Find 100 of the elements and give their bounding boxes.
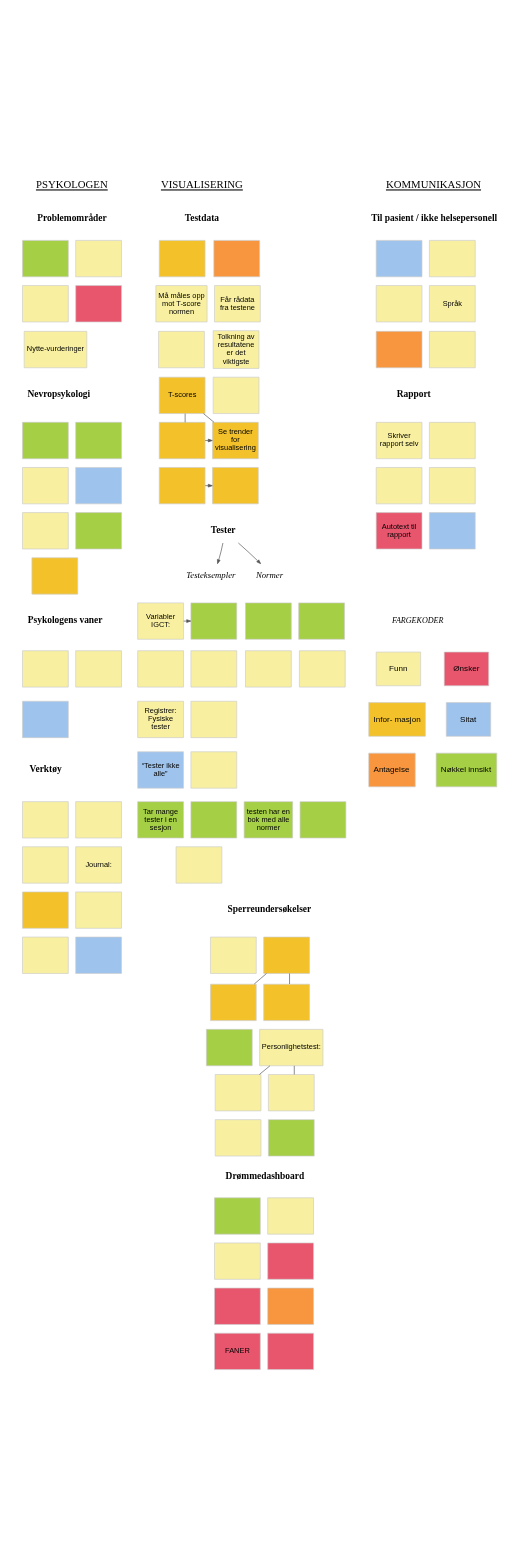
node-text: Nevropsykologi	[27, 389, 90, 400]
node-box	[428, 512, 476, 550]
node-box	[190, 650, 237, 688]
node-box	[262, 936, 310, 974]
node-box	[21, 467, 69, 505]
node-box	[21, 240, 69, 278]
label: VISUALISERING	[160, 178, 243, 191]
node-box	[74, 285, 122, 323]
node-text: Verktøy	[29, 763, 62, 774]
node-box	[21, 285, 69, 323]
node-box	[213, 1197, 261, 1235]
node-box	[21, 422, 69, 460]
node-box: Skriver rapport selv	[375, 422, 422, 460]
node-box	[267, 1074, 315, 1112]
node-box	[74, 891, 122, 929]
node-box	[266, 1242, 314, 1280]
node-box	[375, 240, 422, 278]
node-box	[190, 700, 237, 738]
node-text: Sperreundersøkelser	[227, 903, 311, 914]
node-box	[21, 801, 69, 839]
arrow	[237, 542, 261, 565]
node-box	[428, 331, 476, 369]
node-box	[266, 1332, 314, 1370]
node-box	[74, 650, 122, 688]
node-text: Normer	[255, 569, 283, 580]
node-box	[297, 602, 345, 640]
connector	[293, 1065, 295, 1075]
node-box	[74, 512, 122, 550]
node-box	[262, 983, 310, 1021]
node-box	[74, 422, 122, 460]
node-box	[266, 1197, 314, 1235]
node-text: Drømmedashboard	[225, 1170, 304, 1181]
node-box: Nytte-vurderinger	[23, 331, 87, 369]
node-box	[21, 700, 69, 738]
node-text: Tester	[210, 524, 236, 535]
node-box	[158, 422, 205, 460]
label: KOMMUNIKASJON	[385, 178, 481, 191]
node-box: Tolkning av resultatene er det viktigste	[212, 330, 259, 369]
node-box	[21, 512, 69, 550]
node-text: Problemområder	[36, 213, 107, 224]
node-box	[158, 240, 205, 278]
node-box	[213, 1287, 261, 1325]
node-box	[214, 1074, 261, 1112]
node-box	[136, 650, 184, 688]
node-box	[190, 801, 237, 839]
node-box	[190, 751, 237, 789]
node-box: Variabler IGCT:	[136, 602, 184, 640]
node-box	[298, 650, 346, 688]
node-box	[205, 1029, 253, 1067]
node-box: Journal:	[74, 846, 122, 884]
node-box	[21, 846, 69, 884]
node-text: Til pasient / ikke helsepersonell	[370, 213, 497, 224]
node-box: “Tester ikke alle”	[136, 751, 184, 789]
node-box	[157, 331, 205, 369]
node-box	[299, 801, 346, 839]
node-box	[428, 240, 476, 278]
node-box	[74, 801, 122, 839]
node-text: Testdata	[184, 213, 219, 224]
node-box: Se trender for visualisering	[211, 422, 259, 460]
node-box	[21, 936, 69, 974]
connector	[288, 973, 290, 985]
node-box: Tar mange tester i en sesjon	[136, 801, 184, 839]
node-box	[190, 602, 237, 640]
node-box	[74, 936, 122, 974]
node-box	[74, 467, 122, 505]
node-box: Må måles opp mot T-score normen	[155, 285, 207, 323]
node-box	[428, 422, 476, 460]
connector	[253, 973, 267, 985]
node-box	[74, 240, 122, 278]
connector	[258, 1065, 270, 1075]
node-box: Autotext til rapport	[375, 512, 422, 550]
node-box: T-scores	[158, 376, 205, 414]
connector	[202, 413, 214, 423]
node-box	[244, 602, 292, 640]
node-box	[375, 331, 422, 369]
node-box	[375, 285, 422, 323]
node-box: FANER	[213, 1332, 261, 1370]
arrow	[216, 542, 223, 565]
node-box	[21, 650, 69, 688]
node-box	[267, 1119, 315, 1157]
node-box	[209, 983, 257, 1021]
node-box	[209, 936, 257, 974]
node-text: Rapport	[396, 389, 431, 400]
node-box	[21, 891, 69, 929]
node-text: Testeksempler	[185, 569, 235, 580]
node-box	[212, 376, 259, 414]
node-box	[31, 557, 78, 595]
node-box: Personlighetstest:	[258, 1029, 323, 1067]
node-box: Får rådata fra testene	[213, 285, 261, 323]
node-box	[266, 1287, 314, 1325]
node-box	[211, 467, 259, 505]
node-box	[214, 1119, 261, 1157]
node-box: Språk	[428, 285, 476, 323]
node-box	[244, 650, 292, 688]
node-box: Registrer: Fysiske tester	[136, 700, 184, 738]
node-box	[428, 467, 476, 505]
label: PSYKOLOGEN	[35, 178, 108, 191]
arrow	[204, 483, 213, 488]
node-box	[213, 240, 260, 278]
node-box	[158, 467, 205, 505]
